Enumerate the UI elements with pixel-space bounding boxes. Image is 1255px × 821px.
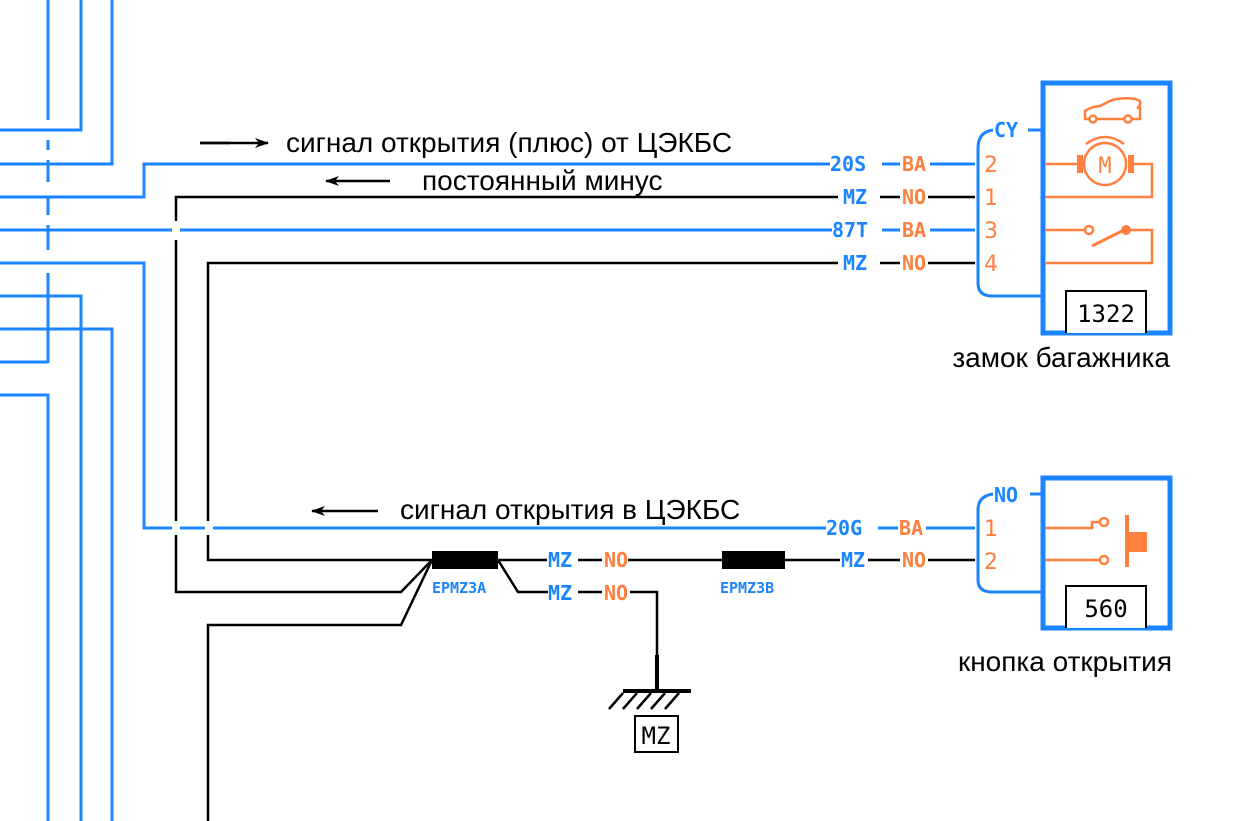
- ref-box: [1065, 585, 1147, 628]
- pin-number: 1: [984, 517, 998, 542]
- wire-code: MZ: [843, 185, 867, 209]
- annotation-plus: сигнал открытия (плюс) от ЦЭКБС: [200, 127, 732, 158]
- pin-number: 4: [984, 252, 998, 277]
- wire-20S: [0, 162, 830, 199]
- wire-code: MZ: [548, 581, 572, 605]
- wire-20G: [0, 261, 826, 530]
- connector-bracket: [976, 128, 1043, 298]
- color-code: NO: [902, 548, 926, 572]
- trunk-lock-component: M 1322 замок багажника: [952, 80, 1173, 373]
- push-button-icon: [1045, 515, 1147, 567]
- switch-icon: [1045, 224, 1154, 265]
- button-wires: 20G BA MZ NO MZ NO MZ NO: [496, 516, 975, 685]
- wire-MZ-1: [174, 195, 838, 221]
- trunk-lock-connector: CY 2 1 3 4: [976, 118, 1043, 298]
- ground-wires: [174, 141, 838, 821]
- component-caption: кнопка открытия: [958, 646, 1172, 677]
- wire-code: MZ: [548, 548, 572, 572]
- wire-MZ-4: [206, 261, 838, 521]
- wire-code: 20G: [826, 516, 862, 540]
- button-connector: NO 1 2: [976, 483, 1043, 594]
- left-harness: [0, 0, 832, 821]
- wire: [0, 294, 83, 821]
- ground-label: MZ: [642, 722, 671, 750]
- wire: [0, 0, 114, 166]
- annotation-text: сигнал открытия в ЦЭКБС: [400, 494, 740, 525]
- ground-label-box: [634, 715, 679, 753]
- annotation-text: постоянный минус: [422, 165, 663, 196]
- wire-code: 87T: [832, 218, 868, 242]
- wire-code: 20S: [830, 152, 866, 176]
- splice-label: EPMZ3B: [720, 579, 774, 597]
- connector-bracket: [976, 492, 1043, 594]
- open-button-component: 560 кнопка открытия: [958, 475, 1173, 677]
- pin-number: 2: [984, 550, 998, 575]
- color-code: BA: [902, 152, 926, 176]
- pin-number: 1: [984, 186, 998, 211]
- splice-epmz3b: EPMZ3B: [720, 551, 785, 597]
- wire-MZ: [206, 559, 434, 821]
- color-code: NO: [604, 581, 628, 605]
- wire: [0, 393, 50, 821]
- color-code: NO: [902, 185, 926, 209]
- splice-block: [722, 551, 785, 569]
- trunk-lock-wires: 20S BA MZ NO 87T BA MZ NO: [830, 152, 975, 275]
- annotation-text: сигнал открытия (плюс) от ЦЭКБС: [286, 127, 732, 158]
- motor-icon: M: [1045, 135, 1154, 199]
- color-code: BA: [902, 218, 926, 242]
- splice-label: EPMZ3A: [432, 579, 486, 597]
- ref-box: [1065, 290, 1147, 333]
- wire: [0, 0, 83, 132]
- splice-epmz3a: EPMZ3A: [432, 551, 498, 597]
- color-code: NO: [604, 548, 628, 572]
- component-ref: 560: [1084, 595, 1127, 623]
- color-code: NO: [902, 251, 926, 275]
- component-caption: замок багажника: [952, 342, 1170, 373]
- motor-letter: M: [1098, 154, 1111, 179]
- connector-name: NO: [994, 483, 1018, 507]
- ground-hatch-icon: [608, 692, 680, 710]
- pin-number: 3: [984, 219, 998, 244]
- wire: [0, 327, 114, 821]
- pin-number: 2: [984, 153, 998, 178]
- wire-MZ: [174, 240, 433, 594]
- wire-code: MZ: [841, 548, 865, 572]
- annotation-minus: постоянный минус: [325, 165, 663, 196]
- component-ref: 1322: [1077, 300, 1135, 328]
- splice-block: [432, 551, 498, 569]
- wire-code: MZ: [843, 251, 867, 275]
- connector-name: CY: [994, 118, 1018, 142]
- wire-MZ: [206, 535, 432, 562]
- wire: [496, 559, 659, 685]
- car-trunk-icon: [1083, 96, 1142, 124]
- ground-symbol: MZ: [608, 655, 691, 753]
- color-code: BA: [899, 516, 923, 540]
- annotation-signal-to: сигнал открытия в ЦЭКБС: [311, 494, 740, 525]
